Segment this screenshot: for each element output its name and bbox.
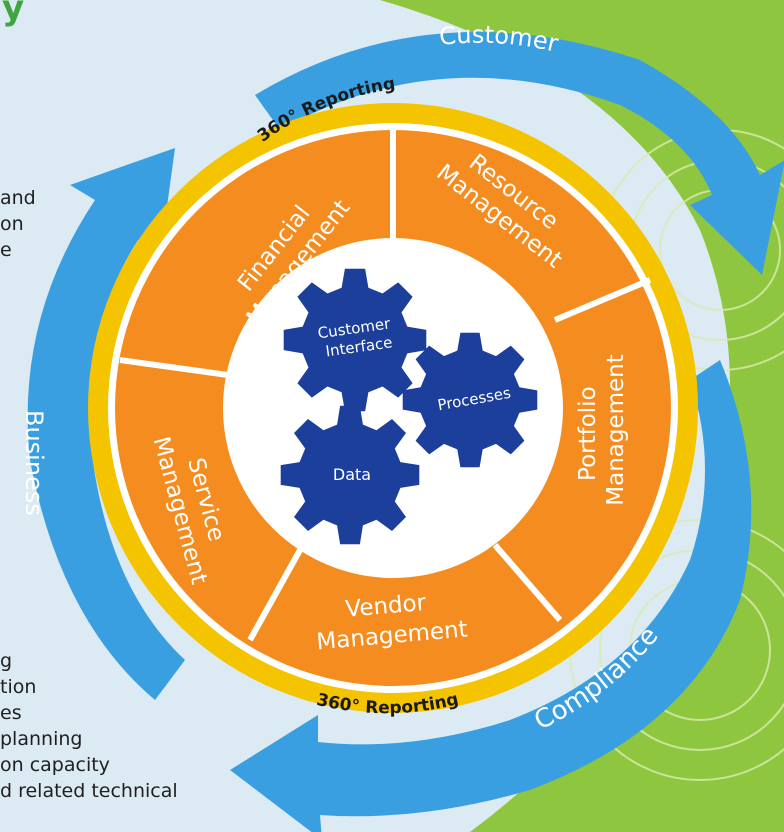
gear-ci-shape [283,268,427,412]
gear-customer-interface [283,268,427,412]
arrow-business-label: Business [20,410,48,516]
gear-processes [402,332,538,468]
arrow-business [27,148,186,700]
gear-data-label: Data [333,465,371,484]
arrow-compliance [230,360,752,832]
segment-portfolio-label: Portfolio Management [575,354,629,506]
body-text-fragment-bottom: g tion es planning on capacity d related… [0,650,178,802]
gear-data [280,405,420,545]
corner-heading-fragment: y [2,0,25,28]
arrow-customer [255,32,784,275]
gear-data-shape [280,405,420,545]
segment-dividers [119,130,652,642]
body-text-fragment-top: and on e [0,187,36,261]
gear-proc-shape [402,332,538,468]
